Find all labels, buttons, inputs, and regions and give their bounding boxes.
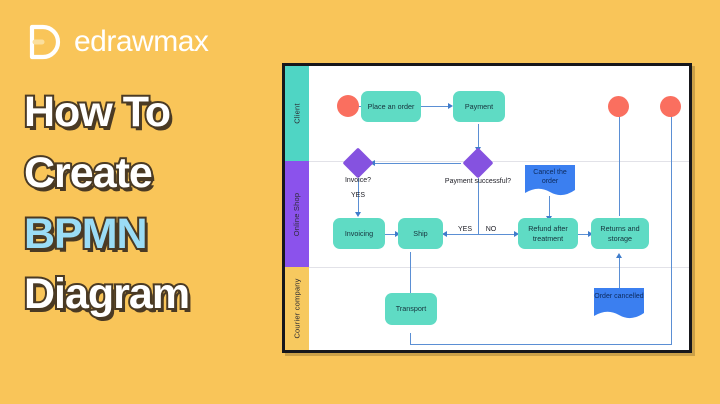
page-title: How To Create BPMN Diagram: [22, 84, 264, 327]
task-label-payment: Payment: [464, 101, 494, 111]
connector-transport-bottom-right: [410, 344, 672, 346]
lane-label-client: Client: [292, 103, 302, 124]
lane-header-courier-company: Courier company: [285, 267, 309, 350]
lane-divider-1: [309, 161, 689, 162]
edge-label-payment-yes: YES: [454, 226, 476, 233]
task-transport[interactable]: Transport: [385, 293, 437, 325]
connector-invoicing-to-ship: [385, 234, 397, 236]
end-event-2[interactable]: [660, 96, 681, 117]
task-label-transport: Transport: [395, 304, 427, 314]
edraw-d-logo-icon: [22, 20, 66, 64]
title-line-4: Diagram: [22, 268, 192, 320]
arrowhead-returns-from-cancelled: [616, 253, 623, 258]
arrowhead-refund: [514, 230, 519, 237]
arrowhead-returns: [588, 230, 593, 237]
task-ship[interactable]: Ship: [398, 218, 443, 249]
task-label-refund-after-treatment: Refund after treatment: [528, 223, 568, 243]
data-object-order-cancelled[interactable]: Order cancelled: [594, 288, 644, 322]
data-object-cancel-the-order[interactable]: Cancel the order: [525, 165, 575, 199]
brand-name: edrawmax: [74, 25, 209, 58]
lane-online-shop: Online Shop: [285, 161, 689, 267]
edge-label-payment-no: NO: [481, 226, 501, 233]
connector-payment-gw-no-left: [445, 234, 479, 236]
lane-label-online-shop: Online Shop: [292, 192, 302, 236]
task-place-an-order[interactable]: Place an order: [361, 91, 421, 122]
connector-place-order-to-payment: [421, 106, 449, 108]
end-event-1[interactable]: [608, 96, 629, 117]
gateway-payment-successful[interactable]: [462, 147, 494, 179]
connector-invoice-gw-to-invoicing: [358, 178, 360, 214]
task-refund-after-treatment[interactable]: Refund after treatment: [518, 218, 578, 249]
bpmn-diagram-canvas: Client Online Shop Courier company: [282, 63, 692, 353]
gateway-diamond-payment: [462, 147, 494, 179]
title-line-1: How To: [22, 86, 173, 138]
task-label-invoicing: Invoicing: [344, 228, 374, 238]
arrowhead-ship-yes: [442, 230, 447, 237]
gateway-diamond-invoice: [342, 147, 374, 179]
edge-label-invoice-yes: YES: [350, 192, 365, 199]
lane-label-courier-company: Courier company: [292, 278, 302, 339]
data-object-label-cancel-the-order: Cancel the order: [533, 169, 567, 186]
lane-client: Client: [285, 66, 689, 161]
task-returns-and-storage[interactable]: Returns and storage: [591, 218, 649, 249]
connector-payment-to-gateway: [478, 124, 480, 149]
lane-courier-company: Courier company: [285, 267, 689, 350]
title-line-3: BPMN: [22, 208, 150, 260]
start-event[interactable]: [337, 95, 359, 117]
connector-payment-gw-no-right: [478, 234, 516, 236]
task-payment[interactable]: Payment: [453, 91, 505, 122]
lane-divider-2: [309, 267, 689, 268]
connector-payment-gw-no-down: [478, 178, 480, 235]
connector-ship-to-transport: [410, 252, 412, 295]
connector-transport-down: [410, 333, 412, 345]
edrawmax-logo: edrawmax: [22, 20, 209, 64]
lane-header-client: Client: [285, 66, 309, 161]
arrowhead-ship: [395, 230, 400, 237]
arrowhead-payment: [448, 102, 453, 109]
title-line-2: Create: [22, 147, 155, 199]
gateway-label-payment-successful: Payment successful?: [444, 178, 512, 185]
gateway-invoice[interactable]: [342, 147, 374, 179]
task-label-returns-and-storage: Returns and storage: [600, 223, 640, 243]
connector-right-up-to-end2: [671, 114, 673, 345]
connector-refund-to-returns: [578, 234, 590, 236]
task-label-place-an-order: Place an order: [367, 101, 415, 111]
connector-returns-to-end1: [619, 114, 621, 216]
lane-header-online-shop: Online Shop: [285, 161, 309, 267]
connector-payment-gw-to-invoice-gw: [373, 163, 461, 165]
connector-order-cancelled-to-returns: [619, 256, 621, 298]
task-invoicing[interactable]: Invoicing: [333, 218, 385, 249]
data-object-label-order-cancelled: Order cancelled: [594, 293, 644, 300]
gateway-label-invoice: Invoice?: [344, 177, 372, 184]
task-label-ship: Ship: [413, 228, 428, 238]
left-panel: edrawmax How To Create BPMN Diagram: [0, 0, 272, 404]
arrowhead-invoicing: [355, 212, 362, 217]
connector-cancel-order-to-refund: [549, 196, 551, 218]
